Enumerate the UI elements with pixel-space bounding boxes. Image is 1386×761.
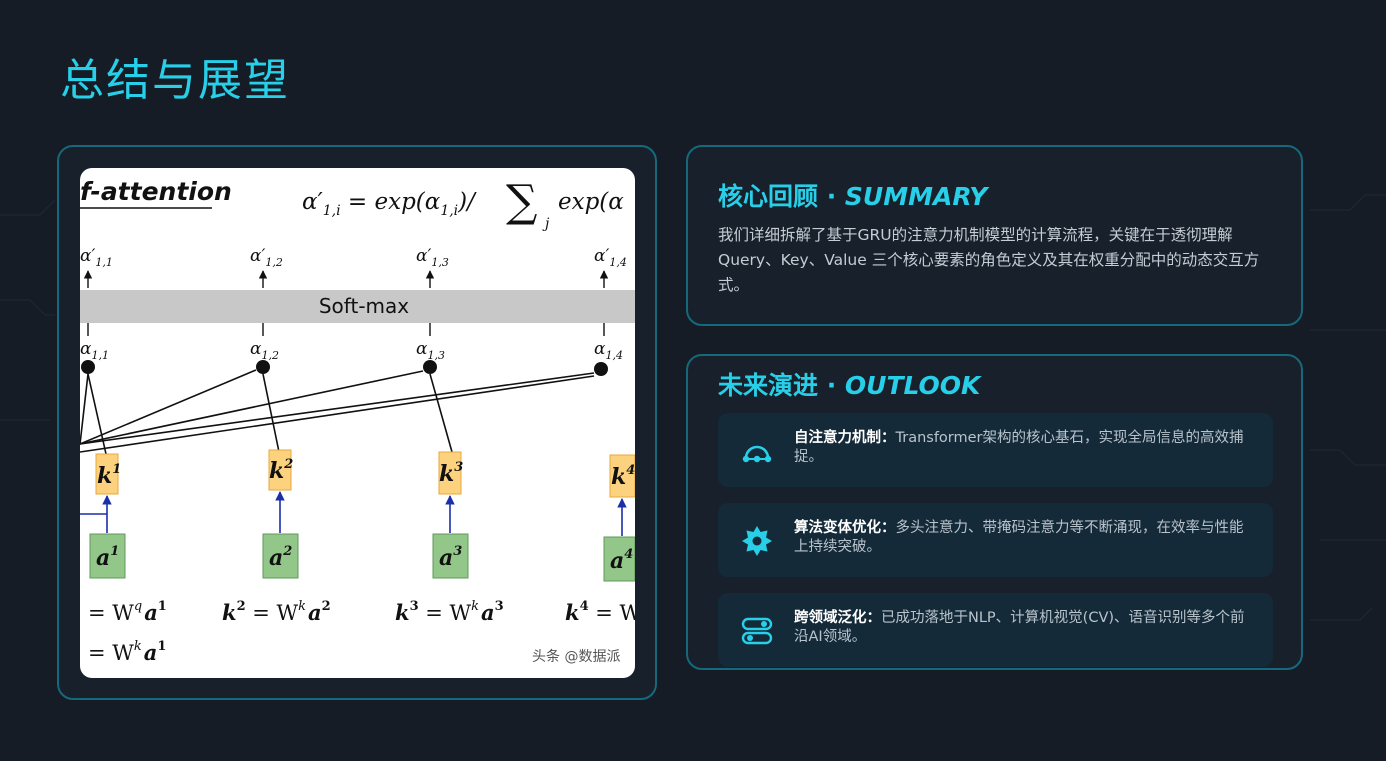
eq-k1: = Wka1 [88, 639, 166, 665]
k4-box [609, 454, 635, 498]
link-q-dot2 [80, 369, 257, 445]
summary-card: 核心回顾 · SUMMARY 我们详细拆解了基于GRU的注意力机制模型的计算流程… [686, 145, 1303, 326]
k3-label: k3 [439, 460, 463, 487]
toggle-icon [741, 617, 773, 645]
eq-k4: k4 = W [565, 599, 635, 625]
outlook-heading-cn: 未来演进 · [718, 371, 845, 400]
outlook-item-desc: Transformer架构的核心基石，实现全局信息的高效捕捉。 [794, 430, 1244, 465]
a1-box [89, 533, 126, 579]
k2-label: k2 [269, 457, 293, 484]
a3-label: a3 [439, 544, 462, 571]
link-q-dot4 [80, 372, 595, 445]
outlook-item-label: 跨领域泛化： [794, 610, 881, 626]
a4-label: a4 [610, 547, 633, 574]
outlook-item-label: 算法变体优化： [794, 520, 896, 536]
a2-box [262, 533, 299, 579]
self-attention-svg: f-attention α′1,i = exp(α1,i)/ ∑ j exp(α… [80, 176, 635, 665]
summary-text: 我们详细拆解了基于GRU的注意力机制模型的计算流程，关键在于透彻理解 Query… [718, 226, 1260, 294]
k1-box [95, 453, 119, 495]
diagram-header: f-attention [80, 177, 232, 206]
summary-heading-en: SUMMARY [844, 182, 988, 211]
a3-box [432, 533, 469, 579]
k1-label: k1 [97, 462, 121, 489]
outlook-item-desc: 多头注意力、带掩码注意力等不断涌现，在效率与性能上持续突破。 [794, 520, 1244, 555]
sum-symbol: ∑ [506, 176, 537, 227]
alpha-3-label: α1,3 [416, 339, 445, 362]
eq-k3: k3 = Wka3 [395, 599, 504, 625]
outlook-item-text: 自注意力机制：Transformer架构的核心基石，实现全局信息的高效捕捉。 [794, 429, 1256, 467]
link-q-dot4-b [80, 375, 595, 453]
dot-node-3 [423, 360, 437, 374]
softmax-label: Soft-max [319, 294, 409, 318]
alpha-2-label: α1,2 [250, 339, 279, 362]
outlook-item-variants: 算法变体优化：多头注意力、带掩码注意力等不断涌现，在效率与性能上持续突破。 [718, 503, 1273, 577]
dot-node-4 [594, 362, 608, 376]
alpha-4-label: α1,4 [594, 339, 623, 362]
eq-k2: k2 = Wka2 [222, 599, 331, 625]
k4-label: k4 [611, 463, 635, 490]
gear-icon [742, 526, 772, 556]
page-title: 总结与展望 [60, 55, 290, 106]
k3-box [438, 451, 462, 495]
outlook-item-desc: 已成功落地于NLP、计算机视觉(CV)、语音识别等多个前沿AI领域。 [794, 610, 1245, 645]
link-q-dot3 [80, 370, 424, 445]
formula-tail: exp(α [558, 189, 624, 215]
outlook-item-text: 算法变体优化：多头注意力、带掩码注意力等不断涌现，在效率与性能上持续突破。 [794, 519, 1256, 557]
self-attention-diagram: f-attention α′1,i = exp(α1,i)/ ∑ j exp(α… [80, 168, 635, 678]
outlook-card: 未来演进 · OUTLOOK 自注意力机制：Transformer架构的核心基石… [686, 354, 1303, 670]
alpha-prime-1-label: α′1,1 [80, 246, 113, 269]
alpha-prime-2-label: α′1,2 [250, 246, 283, 269]
dot-node-1 [81, 360, 95, 374]
link-k2-dot2 [262, 373, 280, 453]
summary-heading: 核心回顾 · SUMMARY [718, 177, 987, 213]
a2-label: a2 [269, 544, 292, 571]
link-q-dot1 [80, 373, 89, 445]
outlook-item-cross-domain: 跨领域泛化：已成功落地于NLP、计算机视觉(CV)、语音识别等多个前沿AI领域。 [718, 593, 1273, 667]
dot-node-2 [256, 360, 270, 374]
a1-label: a1 [96, 544, 119, 571]
a4-box [603, 536, 635, 582]
summary-heading-cn: 核心回顾 · [718, 182, 845, 211]
link-k3-dot3 [429, 373, 453, 453]
alpha-prime-4-label: α′1,4 [594, 246, 627, 269]
eq-q1: = Wqa1 [88, 599, 167, 625]
alpha-prime-3-label: α′1,3 [416, 246, 449, 269]
outlook-item-self-attention: 自注意力机制：Transformer架构的核心基石，实现全局信息的高效捕捉。 [718, 413, 1273, 487]
softmax-bar [80, 290, 635, 323]
network-icon [742, 445, 772, 463]
outlook-heading-en: OUTLOOK [844, 371, 981, 400]
outlook-item-text: 跨领域泛化：已成功落地于NLP、计算机视觉(CV)、语音识别等多个前沿AI领域。 [794, 609, 1256, 647]
outlook-heading: 未来演进 · OUTLOOK [718, 366, 980, 402]
sum-subscript: j [542, 216, 550, 232]
softmax-formula: α′1,i = exp(α1,i)/ [302, 189, 477, 219]
k2-box [268, 449, 292, 491]
watermark: 头条 @数据派 [532, 648, 620, 665]
alpha-1-label: α1,1 [80, 339, 109, 362]
outlook-item-label: 自注意力机制： [794, 430, 896, 446]
